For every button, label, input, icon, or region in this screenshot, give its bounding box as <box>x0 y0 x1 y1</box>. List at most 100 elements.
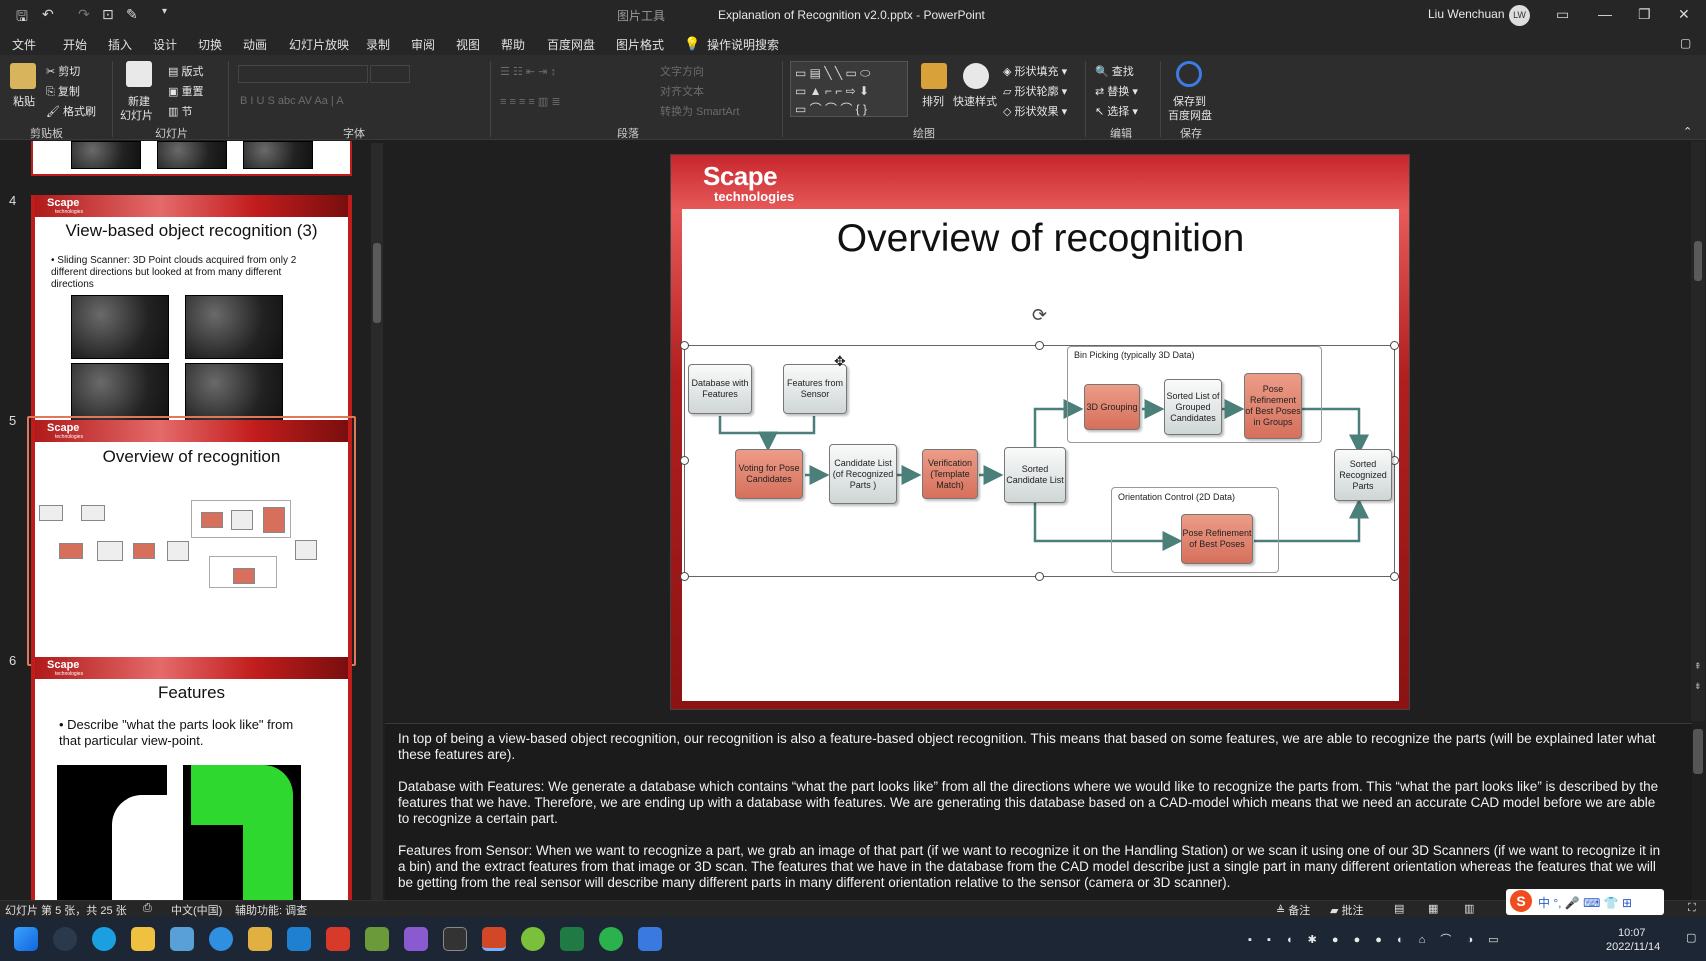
clock-time[interactable]: 10:07 <box>1618 927 1646 939</box>
comments-toggle[interactable]: ▰ 批注 <box>1330 905 1364 917</box>
terminal-icon[interactable] <box>443 927 467 951</box>
resize-handle[interactable] <box>680 341 689 350</box>
prev-slide-icon[interactable]: ⇞ <box>1694 661 1702 671</box>
smartart-button[interactable]: 转换为 SmartArt <box>660 106 740 118</box>
app-icon[interactable] <box>248 927 272 951</box>
ime-toolbar[interactable]: S 中 °, 🎤 ⌨ 👕 ⊞ <box>1506 889 1664 915</box>
reset-button[interactable]: ▣ 重置 <box>168 86 204 98</box>
scrollbar-knob[interactable] <box>373 243 381 323</box>
layout-button[interactable]: ▤ 版式 <box>168 66 204 78</box>
reading-view-icon[interactable]: ▥ <box>1464 903 1475 915</box>
powerpoint-icon[interactable] <box>482 927 506 951</box>
paste-button[interactable]: 粘贴 <box>13 96 35 108</box>
resize-handle[interactable] <box>1035 572 1044 581</box>
new-slide-icon[interactable] <box>126 61 152 87</box>
vscode-icon[interactable] <box>287 927 311 951</box>
new-slide-button-line1[interactable]: 新建 <box>128 96 150 108</box>
diagram-box-verification[interactable]: Verification (Template Match) <box>922 449 978 499</box>
tab-file[interactable]: 文件 <box>12 38 37 52</box>
sogou-icon[interactable]: S <box>1510 890 1532 912</box>
visual-studio-icon[interactable] <box>404 927 428 951</box>
ribbon-display-icon[interactable]: ▭ <box>1556 6 1570 22</box>
tab-home[interactable]: 开始 <box>55 34 96 57</box>
app-icon[interactable] <box>638 927 662 951</box>
tab-transitions[interactable]: 切换 <box>198 38 223 52</box>
notification-icon[interactable]: ▢ <box>1686 932 1697 944</box>
customize-qa-icon[interactable]: ▾ <box>162 6 168 17</box>
save-to-baidu-line2[interactable]: 百度网盘 <box>1168 110 1212 122</box>
quick-styles-icon[interactable] <box>963 63 989 89</box>
clock-date[interactable]: 2022/11/14 <box>1606 941 1661 953</box>
diagram-box-sorted-candidate-list[interactable]: Sorted Candidate List <box>1004 447 1066 503</box>
current-slide[interactable]: Scape technologies Overview of recogniti… <box>670 154 1410 710</box>
resize-handle[interactable] <box>1390 341 1399 350</box>
arrange-icon[interactable] <box>921 63 947 89</box>
spellcheck-icon[interactable]: ⎙ <box>143 902 152 914</box>
language-indicator[interactable]: 中文(中国) <box>171 905 223 917</box>
tab-animations[interactable]: 动画 <box>243 38 268 52</box>
system-tray-icons[interactable]: ▪ ▪ ◖ ✱ ● ● ● ◐ ⌂ ⌒ ◑ ▭ <box>1248 934 1505 946</box>
save-to-baidu-line1[interactable]: 保存到 <box>1173 96 1206 108</box>
tab-baidu[interactable]: 百度网盘 <box>547 38 596 52</box>
thumbnail-scrollbar[interactable] <box>371 143 383 900</box>
wechat-icon[interactable] <box>599 927 623 951</box>
font-size-combo[interactable] <box>370 65 410 83</box>
paste-icon[interactable] <box>10 63 36 89</box>
cut-button[interactable]: ✂ 剪切 <box>46 66 81 78</box>
app-icon[interactable] <box>521 927 545 951</box>
thumbnail-slide-6[interactable]: Scape technologies Features • Describe "… <box>31 657 352 900</box>
comments-icon[interactable]: ▢ <box>1680 36 1692 50</box>
tab-slideshow[interactable]: 幻灯片放映 <box>289 38 350 52</box>
shape-fill-button[interactable]: ◈ 形状填充 ▾ <box>1003 66 1068 78</box>
copilot-icon[interactable] <box>53 927 77 951</box>
start-icon[interactable] <box>14 927 38 951</box>
notes-scrollbar[interactable] <box>1693 729 1703 774</box>
replace-button[interactable]: ⇄ 替换 ▾ <box>1095 86 1138 98</box>
app-icon[interactable] <box>170 927 194 951</box>
scrollbar-knob[interactable] <box>1694 241 1702 281</box>
ime-mode-icons[interactable]: 中 °, 🎤 ⌨ 👕 ⊞ <box>1538 896 1633 910</box>
acrobat-icon[interactable] <box>326 927 350 951</box>
shape-outline-button[interactable]: ▱ 形状轮廓 ▾ <box>1003 86 1068 98</box>
quick-styles-button[interactable]: 快速样式 <box>953 96 997 108</box>
edge-icon[interactable] <box>92 927 116 951</box>
format-painter-button[interactable]: 🖌 格式刷 <box>46 106 97 118</box>
diagram-box-candidate-list[interactable]: Candidate List (of Recognized Parts ) <box>829 444 897 504</box>
baidu-cloud-icon[interactable] <box>1176 61 1202 87</box>
diagram-box-pose-refinement-best[interactable]: Pose Refinement of Best Poses <box>1181 514 1253 564</box>
shape-effects-button[interactable]: ◇ 形状效果 ▾ <box>1003 106 1068 118</box>
tab-insert[interactable]: 插入 <box>108 38 133 52</box>
next-slide-icon[interactable]: ⇟ <box>1694 681 1702 691</box>
select-button[interactable]: ↖ 选择 ▾ <box>1095 106 1138 118</box>
tab-record[interactable]: 录制 <box>366 38 391 52</box>
notes-toggle[interactable]: ≜ 备注 <box>1276 905 1311 917</box>
resize-handle[interactable] <box>680 456 689 465</box>
arrange-button[interactable]: 排列 <box>922 96 944 108</box>
copy-button[interactable]: ⎘ 复制 <box>46 86 80 98</box>
app-icon[interactable] <box>365 927 389 951</box>
minimize-icon[interactable]: — <box>1598 6 1612 22</box>
notes-pane[interactable]: In top of being a view-based object reco… <box>385 723 1703 900</box>
normal-view-icon[interactable]: ▤ <box>1394 903 1405 915</box>
diagram-box-voting[interactable]: Voting for Pose Candidates <box>735 449 803 499</box>
sorter-view-icon[interactable]: ▦ <box>1428 903 1439 915</box>
excel-icon[interactable] <box>560 927 584 951</box>
fit-slide-icon[interactable]: ⛶ <box>1688 902 1696 914</box>
app-icon[interactable] <box>209 927 233 951</box>
redo-icon[interactable]: ↷ <box>78 6 90 22</box>
font-format-buttons[interactable]: B I U S abc AV Aa | A <box>240 95 344 107</box>
font-name-combo[interactable] <box>238 65 368 83</box>
tab-view[interactable]: 视图 <box>456 38 481 52</box>
close-icon[interactable]: ✕ <box>1678 6 1690 22</box>
find-button[interactable]: 🔍 查找 <box>1095 66 1134 78</box>
tab-design[interactable]: 设计 <box>153 38 178 52</box>
user-name[interactable]: Liu Wenchuan <box>1428 7 1505 21</box>
pen-icon[interactable]: ✎ <box>126 6 138 22</box>
new-slide-button-line2[interactable]: 幻灯片 <box>120 110 153 122</box>
tell-me-search[interactable]: 操作说明搜索 <box>707 38 780 52</box>
presenter-icon[interactable]: ⊡ <box>102 6 114 22</box>
resize-handle[interactable] <box>680 572 689 581</box>
diagram-box-sensor[interactable]: Features from Sensor <box>783 364 847 414</box>
list-buttons[interactable]: ☰ ☷ ⇤ ⇥ ↕ <box>500 66 556 78</box>
undo-icon[interactable]: ↶ <box>42 6 54 22</box>
